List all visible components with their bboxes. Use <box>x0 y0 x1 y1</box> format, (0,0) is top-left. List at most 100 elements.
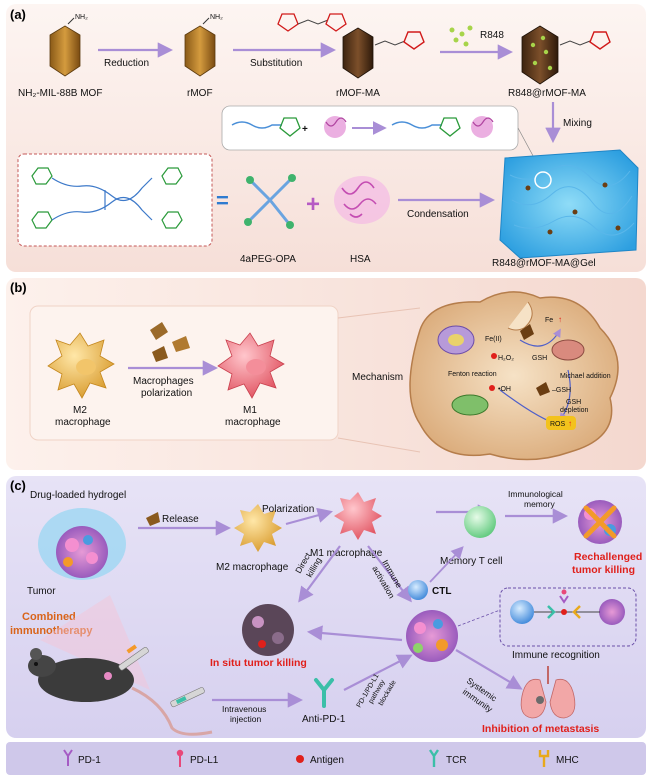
legend-mhc-label: MHC <box>556 755 579 766</box>
polarization-box <box>29 305 339 441</box>
tumor-label: Tumor <box>27 586 56 597</box>
m1-macrophage-cell <box>217 332 285 399</box>
fe-up-arrow: ↑ <box>558 315 562 324</box>
metastasis-label: Inhibition of metastasis <box>482 723 599 735</box>
h2o2-label: H₂O₂ <box>498 355 514 362</box>
immuno-memory-2: memory <box>524 499 555 509</box>
step-mixing: Mixing <box>563 118 592 129</box>
tcr-icon <box>429 749 439 767</box>
panel-b-tag: (b) <box>10 280 27 295</box>
legend-antigen-label: Antigen <box>310 755 344 766</box>
rechallenged-tumor <box>578 500 622 544</box>
peg-chain-left <box>231 121 282 129</box>
ros-label: ROS <box>550 421 566 428</box>
opa-ring-left <box>279 117 301 137</box>
intravenous-2: injection <box>230 714 261 724</box>
m1-macrophage-label: M1 macrophage <box>310 548 383 559</box>
hydrogel-cube <box>499 149 639 259</box>
nh2-label: NH₂ <box>75 14 88 21</box>
r848-drug-dots <box>449 25 473 47</box>
memory-t-label: Memory T cell <box>440 556 502 567</box>
m2-macrophage-cell <box>47 332 115 399</box>
rmof-nh2-label: NH₂ <box>210 14 223 21</box>
m2-macrophage-label: M2 macrophage <box>216 562 289 573</box>
polarization-label-2: polarization <box>141 388 192 399</box>
memory-t-cell <box>464 506 496 538</box>
step-r848: R848 <box>480 30 504 41</box>
legend-pdl1-label: PD-L1 <box>190 755 219 766</box>
protein-inset-right <box>471 116 494 138</box>
m2-label-2: macrophage <box>55 417 111 428</box>
zoom-lines-b <box>337 307 421 453</box>
panel-c-tag: (c) <box>10 478 26 493</box>
hsa-protein <box>334 176 390 224</box>
gsh-label: GSH <box>532 355 547 362</box>
m1-label-1: M1 <box>243 405 257 416</box>
step-substitution: Substitution <box>250 58 302 69</box>
label-hsa: HSA <box>350 254 371 265</box>
label-rmof-ma: rMOF-MA <box>336 88 380 99</box>
plus-sign: + <box>306 191 320 218</box>
4apeg-star <box>244 174 296 229</box>
step-reduction: Reduction <box>104 58 149 69</box>
rmof-crystal: NH₂ <box>184 14 223 77</box>
4apeg-opa-structure <box>31 167 183 229</box>
mechanism-label: Mechanism <box>352 372 403 383</box>
maleimide-nhs-molecule <box>277 13 347 32</box>
legend-item-tcr: TCR <box>429 749 467 767</box>
m2-macrophage-c <box>234 504 282 552</box>
ctl-label: CTL <box>432 586 451 597</box>
tumor-killing-arrow <box>306 625 403 642</box>
michael-label: Michael addition <box>560 373 611 380</box>
legend-bar <box>6 742 646 775</box>
hydrogel-tumor <box>38 508 126 580</box>
panel-a-tag: (a) <box>10 7 26 22</box>
m1-label-2: macrophage <box>225 417 281 428</box>
immune-recognition-box <box>499 587 637 647</box>
rechallenged-1: Rechallenged <box>574 551 642 563</box>
combined-1: Combined <box>22 611 76 623</box>
mouse-illustration <box>28 648 213 736</box>
ctl-cell <box>408 580 428 600</box>
legend-item-mhc: MHC <box>538 750 579 767</box>
intravenous-1: Intravenous <box>222 704 266 714</box>
r848-mof-crystal <box>521 25 611 85</box>
polarization-label-c: Polarization <box>262 504 314 515</box>
lungs-illustration <box>520 666 576 719</box>
oh-label: •OH <box>498 386 511 393</box>
gsh-depletion-1: GSH <box>566 399 581 406</box>
blockade-arrow <box>343 654 413 691</box>
legend-item-pdl1: PD-L1 <box>176 749 219 767</box>
mhc-icon <box>538 750 550 767</box>
sgsh-label: –GSH <box>552 387 571 394</box>
label-nh2-mil88b: NH₂-MIL-88B MOF <box>18 88 102 99</box>
anti-pd1-label: Anti-PD-1 <box>302 714 346 725</box>
anti-pd1-antibody <box>314 678 334 708</box>
immune-recognition-illustration <box>510 589 625 625</box>
in-situ-label: In situ tumor killing <box>210 657 307 669</box>
syringe-top <box>118 644 149 671</box>
peg-chain-right <box>391 121 442 129</box>
label-4apeg-opa: 4aPEG-OPA <box>240 254 296 265</box>
m1-macrophage-c <box>334 492 382 540</box>
ros-up-arrow: ↑ <box>568 419 572 428</box>
panel-c-background <box>6 476 646 738</box>
rechallenged-2: tumor killing <box>572 564 635 576</box>
polarization-label-1: Macrophages <box>133 376 194 387</box>
m2-label-1: M2 <box>73 405 87 416</box>
immune-recognition-label: Immune recognition <box>512 650 600 661</box>
plus-inset: + <box>302 124 308 135</box>
label-gel: R848@rMOF-MA@Gel <box>492 258 596 269</box>
fenton-label: Fenton reaction <box>448 371 497 378</box>
rmof-ma-crystal <box>342 27 425 79</box>
released-mof-icon <box>146 512 160 526</box>
label-rmof: rMOF <box>187 88 213 99</box>
immune-activation-arrow <box>367 545 412 603</box>
direct-killing-arrow <box>298 545 341 603</box>
legend-item-antigen: Antigen <box>296 755 344 766</box>
release-label: Release <box>162 514 199 525</box>
cell-cross-section <box>409 291 619 461</box>
protein-inset-left <box>324 116 347 138</box>
legend-tcr-label: TCR <box>446 755 467 766</box>
